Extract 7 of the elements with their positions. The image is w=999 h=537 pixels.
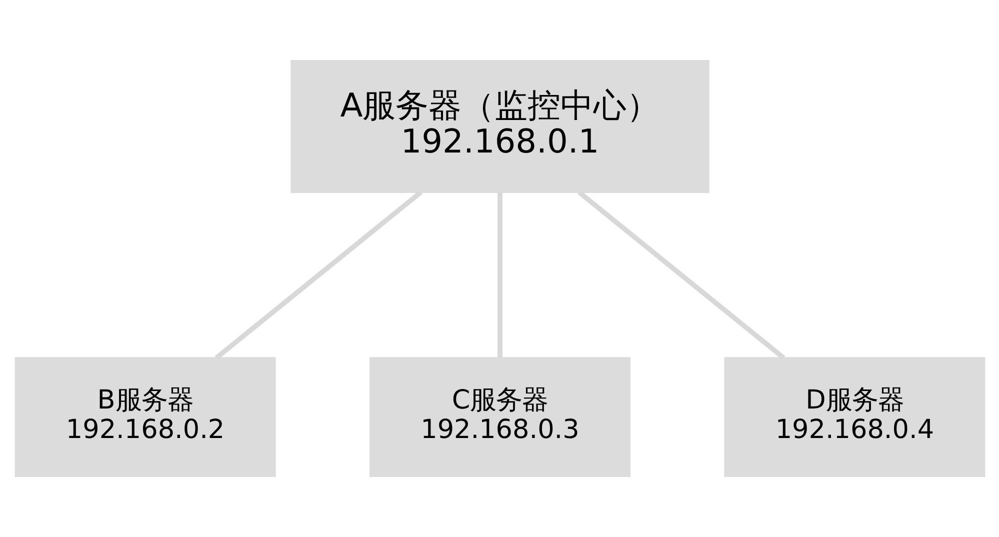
connector [577, 190, 785, 360]
node-box: C服务器 192.168.0.3 [368, 357, 630, 478]
node-box: D服务器 192.168.0.4 [724, 357, 985, 478]
node-box: A服务器（监控中心） 192.168.0.1 [290, 60, 709, 193]
connector [214, 190, 422, 360]
node-box: B服务器 192.168.0.2 [14, 357, 276, 478]
connector [497, 192, 502, 358]
